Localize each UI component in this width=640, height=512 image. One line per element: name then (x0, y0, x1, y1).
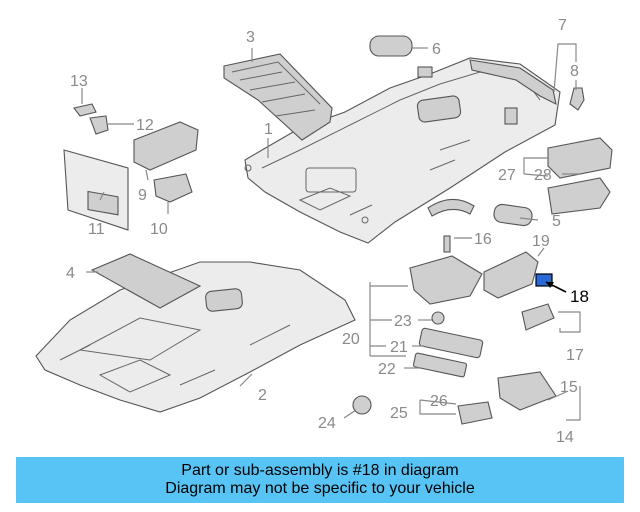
callout-21: 21 (390, 339, 408, 356)
part-17 (521, 303, 555, 331)
part-5 (493, 203, 533, 227)
callout-6: 6 (432, 41, 441, 58)
part-23 (431, 311, 445, 325)
callout-22: 22 (378, 361, 396, 378)
part-10 (153, 173, 193, 203)
part-27-console (547, 177, 611, 215)
part-28-console (547, 137, 613, 179)
sunroof-panel-part-4 (90, 253, 202, 309)
callout-11: 11 (88, 221, 105, 238)
info-banner: Part or sub-assembly is #18 in diagram D… (16, 457, 624, 503)
callout-20: 20 (342, 331, 360, 348)
part-16-handle (427, 198, 475, 217)
callout-16: 16 (474, 231, 492, 248)
parts-diagram: 1 2 3 4 5 6 7 8 9 10 11 12 13 14 15 16 1… (35, 17, 613, 446)
callout-26: 26 (430, 393, 448, 410)
callout-28: 28 (534, 167, 552, 184)
part-12 (89, 115, 109, 135)
callout-15: 15 (560, 379, 578, 396)
callout-18-highlighted: 18 (570, 287, 589, 306)
banner-line-1: Part or sub-assembly is #18 in diagram (181, 462, 459, 479)
part-16-pin (443, 235, 451, 253)
part-15-light (497, 371, 557, 411)
callout-8: 8 (570, 63, 579, 80)
part-6 (369, 35, 413, 57)
headliner-upper (244, 57, 561, 244)
part-22 (412, 352, 468, 378)
callout-25: 25 (390, 405, 408, 422)
callout-2: 2 (258, 387, 267, 404)
part-21 (418, 327, 484, 359)
part-13 (73, 103, 97, 117)
part-8 (569, 87, 585, 111)
part-26-lamp (457, 401, 493, 425)
callout-7: 7 (558, 17, 567, 34)
part-9 (133, 121, 199, 171)
callout-17: 17 (566, 347, 584, 364)
callout-12: 12 (136, 117, 154, 134)
callout-10: 10 (150, 221, 168, 238)
leader-lines (81, 43, 581, 421)
callout-14: 14 (556, 429, 574, 446)
callout-24: 24 (318, 415, 336, 432)
callout-4: 4 (66, 265, 75, 282)
roof-trim-strip (469, 59, 557, 106)
callout-13: 13 (70, 73, 88, 90)
panel-part-3 (223, 53, 333, 141)
callout-5: 5 (552, 213, 561, 230)
part-24-knob (352, 395, 372, 415)
part-20-housing (409, 255, 483, 305)
callout-19: 19 (532, 233, 550, 250)
sun-visor-part-11 (63, 149, 129, 231)
callout-9: 9 (138, 187, 147, 204)
banner-line-2: Diagram may not be specific to your vehi… (165, 480, 475, 497)
callout-27: 27 (498, 167, 516, 184)
callout-numbers: 1 2 3 4 5 6 7 8 9 10 11 12 13 14 15 16 1… (66, 17, 589, 446)
callout-3: 3 (246, 29, 255, 46)
callout-23: 23 (394, 313, 412, 330)
part-19-bracket (483, 251, 539, 299)
callout-1: 1 (264, 121, 273, 138)
